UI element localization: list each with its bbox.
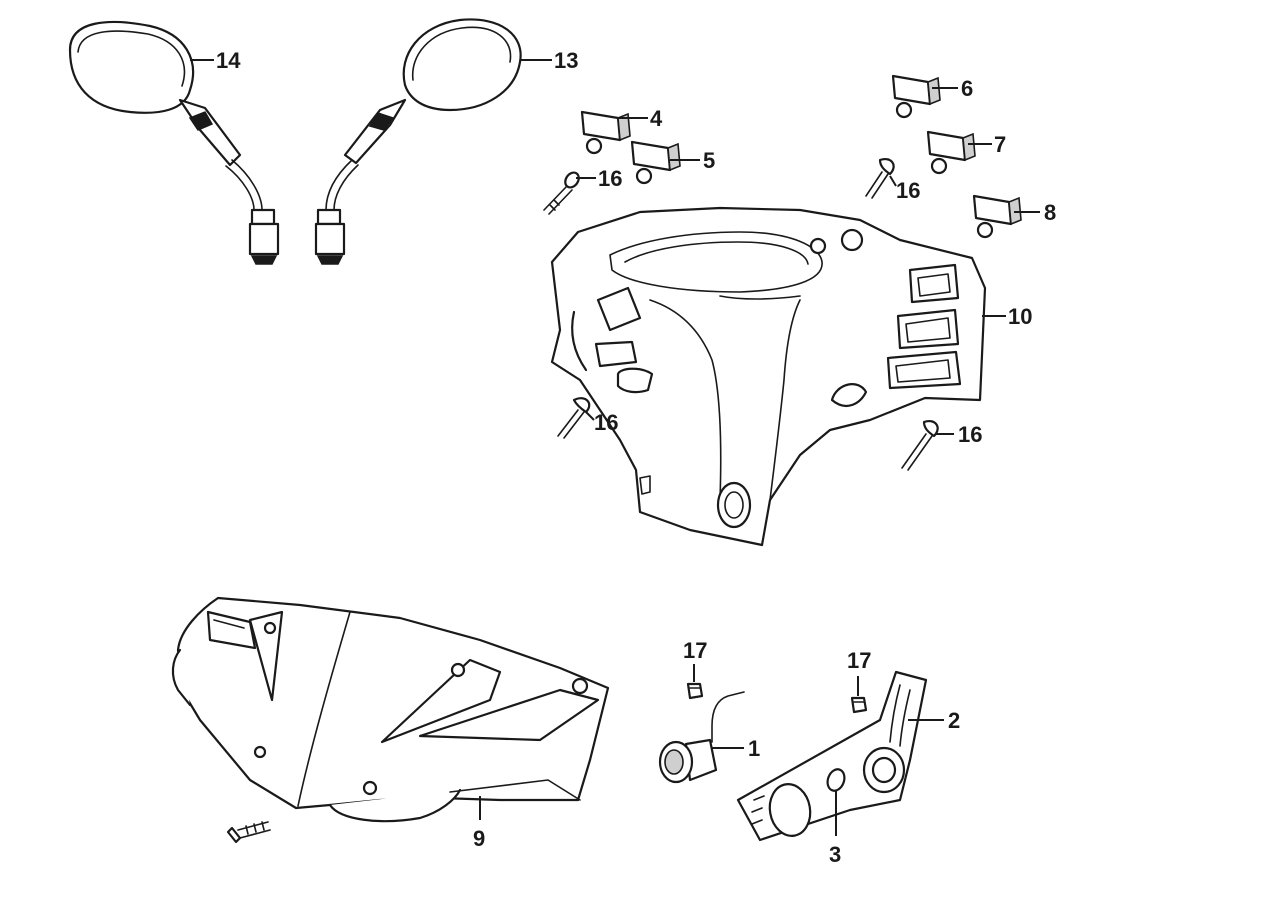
callout-14: 14	[216, 48, 241, 73]
right-mirror-part	[314, 18, 522, 265]
callout-7: 7	[994, 132, 1006, 157]
callout-17-right: 17	[847, 648, 871, 673]
switch-clip-5	[630, 140, 681, 185]
callout-8: 8	[1044, 200, 1056, 225]
callout-2: 2	[948, 708, 960, 733]
callout-16-lower-left: 16	[594, 410, 618, 435]
callout-16-lower-right: 16	[958, 422, 982, 447]
callout-17-left: 17	[683, 638, 707, 663]
callout-9: 9	[473, 826, 485, 851]
bracket-part	[736, 670, 928, 842]
callout-1: 1	[748, 736, 760, 761]
leader-lines	[190, 59, 1040, 836]
switch-clip-8	[972, 194, 1022, 239]
callout-16-upper-left: 16	[598, 166, 622, 191]
switch-clip-4	[580, 110, 631, 155]
callout-3: 3	[829, 842, 841, 867]
callout-16-upper-right: 16	[896, 178, 920, 203]
callout-4: 4	[650, 106, 663, 131]
callout-6: 6	[961, 76, 973, 101]
grommet-part	[826, 768, 846, 792]
rear-handlebar-cover-part	[550, 206, 987, 547]
front-handlebar-cover-part	[171, 596, 610, 823]
screw-16-lower-left	[557, 397, 591, 439]
callout-13: 13	[554, 48, 578, 73]
screw-near-cover-9	[226, 821, 271, 844]
callout-5: 5	[703, 148, 715, 173]
screw-16-lower-right	[901, 420, 939, 471]
screw-16-upper-right	[865, 158, 895, 199]
switch-clip-7	[926, 130, 976, 175]
nut-17-left	[686, 682, 704, 700]
screw-16-upper-left	[543, 171, 580, 215]
nut-17-right	[850, 696, 868, 714]
bulb-socket-part	[658, 691, 745, 784]
left-mirror-part	[68, 20, 280, 265]
callout-labels: 14 13 4 5 6 7 8 10 16 16 16 16 1 2 3 9 1…	[216, 48, 1056, 867]
callout-10: 10	[1008, 304, 1032, 329]
switch-clip-6	[891, 74, 941, 119]
